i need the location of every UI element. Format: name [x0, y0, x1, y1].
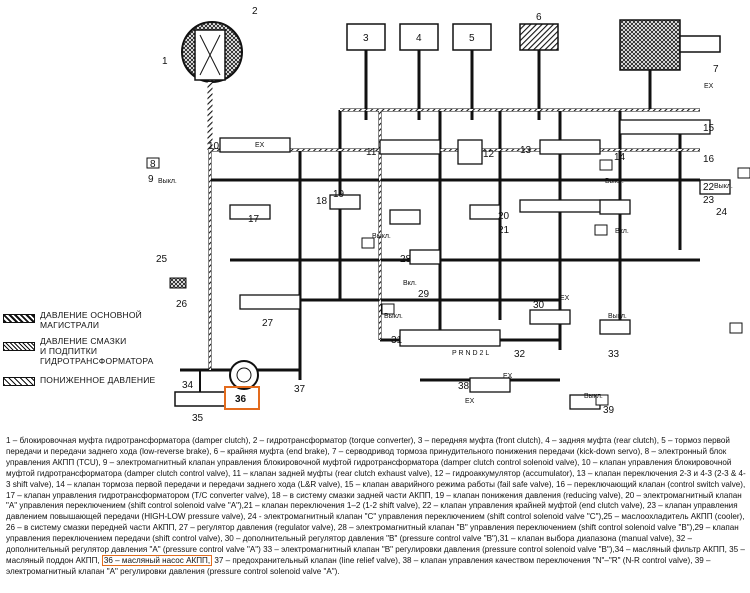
label-1: 1 — [162, 56, 168, 67]
prndl-label: P R N D 2 L — [452, 350, 489, 357]
label-21: 21 — [498, 225, 510, 236]
vykl-label: Выкл. — [372, 233, 391, 240]
label-25: 25 — [156, 254, 168, 265]
label-9: 9 — [148, 174, 154, 185]
vkl-label: Вкл. — [403, 280, 417, 287]
label-34: 34 — [182, 380, 194, 391]
vykl-label: Выкл. — [584, 393, 603, 400]
valve-bodies — [219, 119, 731, 410]
kick-down-servo — [619, 19, 721, 110]
caption-text: 1 – блокировочная муфта гидротрансформат… — [6, 436, 746, 565]
front-clutch-box — [346, 23, 386, 120]
torque-converter — [181, 21, 243, 150]
low-reverse-brake-box — [452, 23, 492, 120]
ex-label: EX — [704, 83, 714, 90]
figure-caption: 1 – блокировочная муфта гидротрансформат… — [6, 436, 746, 578]
vykl-label: Выкл. — [158, 178, 177, 185]
label-39: 39 — [603, 405, 615, 416]
label-14: 14 — [614, 152, 626, 163]
label-10: 10 — [208, 141, 220, 152]
label-2: 2 — [252, 6, 258, 17]
label-37: 37 — [294, 384, 306, 395]
label-3: 3 — [363, 33, 369, 44]
label-26: 26 — [176, 299, 188, 310]
label-30: 30 — [533, 300, 545, 311]
label-38: 38 — [458, 381, 470, 392]
hydraulic-circuit-diagram: 1 2 3 4 5 6 7 8 9 10 11 12 13 14 15 16 1… — [146, 6, 750, 424]
highlight-box-36 — [224, 386, 260, 410]
ex-label: EX — [465, 398, 475, 405]
label-13: 13 — [520, 145, 532, 156]
label-29: 29 — [418, 289, 430, 300]
label-16: 16 — [703, 154, 715, 165]
label-23: 23 — [703, 195, 715, 206]
oil-pump — [229, 360, 259, 390]
ex-label: EX — [560, 295, 570, 302]
label-18: 18 — [316, 196, 328, 207]
label-28: 28 — [400, 254, 412, 265]
label-6: 6 — [536, 12, 542, 23]
label-22: 22 — [703, 182, 715, 193]
label-31: 31 — [391, 335, 403, 346]
label-20: 20 — [498, 211, 510, 222]
label-4: 4 — [416, 33, 422, 44]
legend-swatch-main-pressure — [3, 314, 35, 323]
label-19: 19 — [333, 189, 345, 200]
legend-swatch-reduced-pressure — [3, 377, 35, 386]
vykl-label: Выкл. — [384, 313, 403, 320]
end-brake-box — [519, 23, 559, 120]
ex-label: EX — [255, 142, 265, 149]
caption-highlight-oil-pump: 36 – масляный насос АКПП, — [101, 554, 213, 566]
legend-label-main-pressure: ДАВЛЕНИЕ ОСНОВНОЙ МАГИСТРАЛИ — [40, 310, 142, 330]
tcu-markers — [146, 157, 750, 406]
label-12: 12 — [483, 149, 495, 160]
vkl-label: Вкл. — [615, 228, 629, 235]
legend-label-lube-pressure: ДАВЛЕНИЕ СМАЗКИ И ПОДПИТКИ ГИДРОТРАНСФОР… — [40, 336, 154, 366]
label-24: 24 — [716, 207, 728, 218]
label-35: 35 — [192, 413, 204, 424]
valve-state-labels: Выкл. Выкл. Вкл. Выкл. Вкл. Выкл. Выкл. … — [158, 83, 733, 405]
label-32: 32 — [514, 349, 526, 360]
vykl-label: Выкл. — [608, 313, 627, 320]
label-15: 15 — [703, 123, 715, 134]
ex-label: EX — [503, 373, 513, 380]
caption-text-end: 37 – предохранительный клапан (line reli… — [6, 555, 711, 576]
label-5: 5 — [469, 33, 475, 44]
oil-pan — [174, 370, 226, 407]
legend-swatch-lube-pressure — [3, 342, 35, 351]
vykl-label: Выкл. — [605, 178, 624, 185]
cooler — [169, 277, 187, 289]
label-17: 17 — [248, 214, 260, 225]
rear-clutch-box — [399, 23, 439, 120]
label-11: 11 — [366, 147, 377, 158]
vykl-label: Выкл. — [714, 183, 733, 190]
label-8: 8 — [150, 159, 156, 170]
component-labels: 1 2 3 4 5 6 7 8 9 10 11 12 13 14 15 16 1… — [148, 6, 728, 424]
legend-label-reduced-pressure: ПОНИЖЕННОЕ ДАВЛЕНИЕ — [40, 375, 156, 385]
label-36: 36 — [235, 394, 247, 405]
label-33: 33 — [608, 349, 620, 360]
label-7: 7 — [713, 64, 719, 75]
label-27: 27 — [262, 318, 274, 329]
